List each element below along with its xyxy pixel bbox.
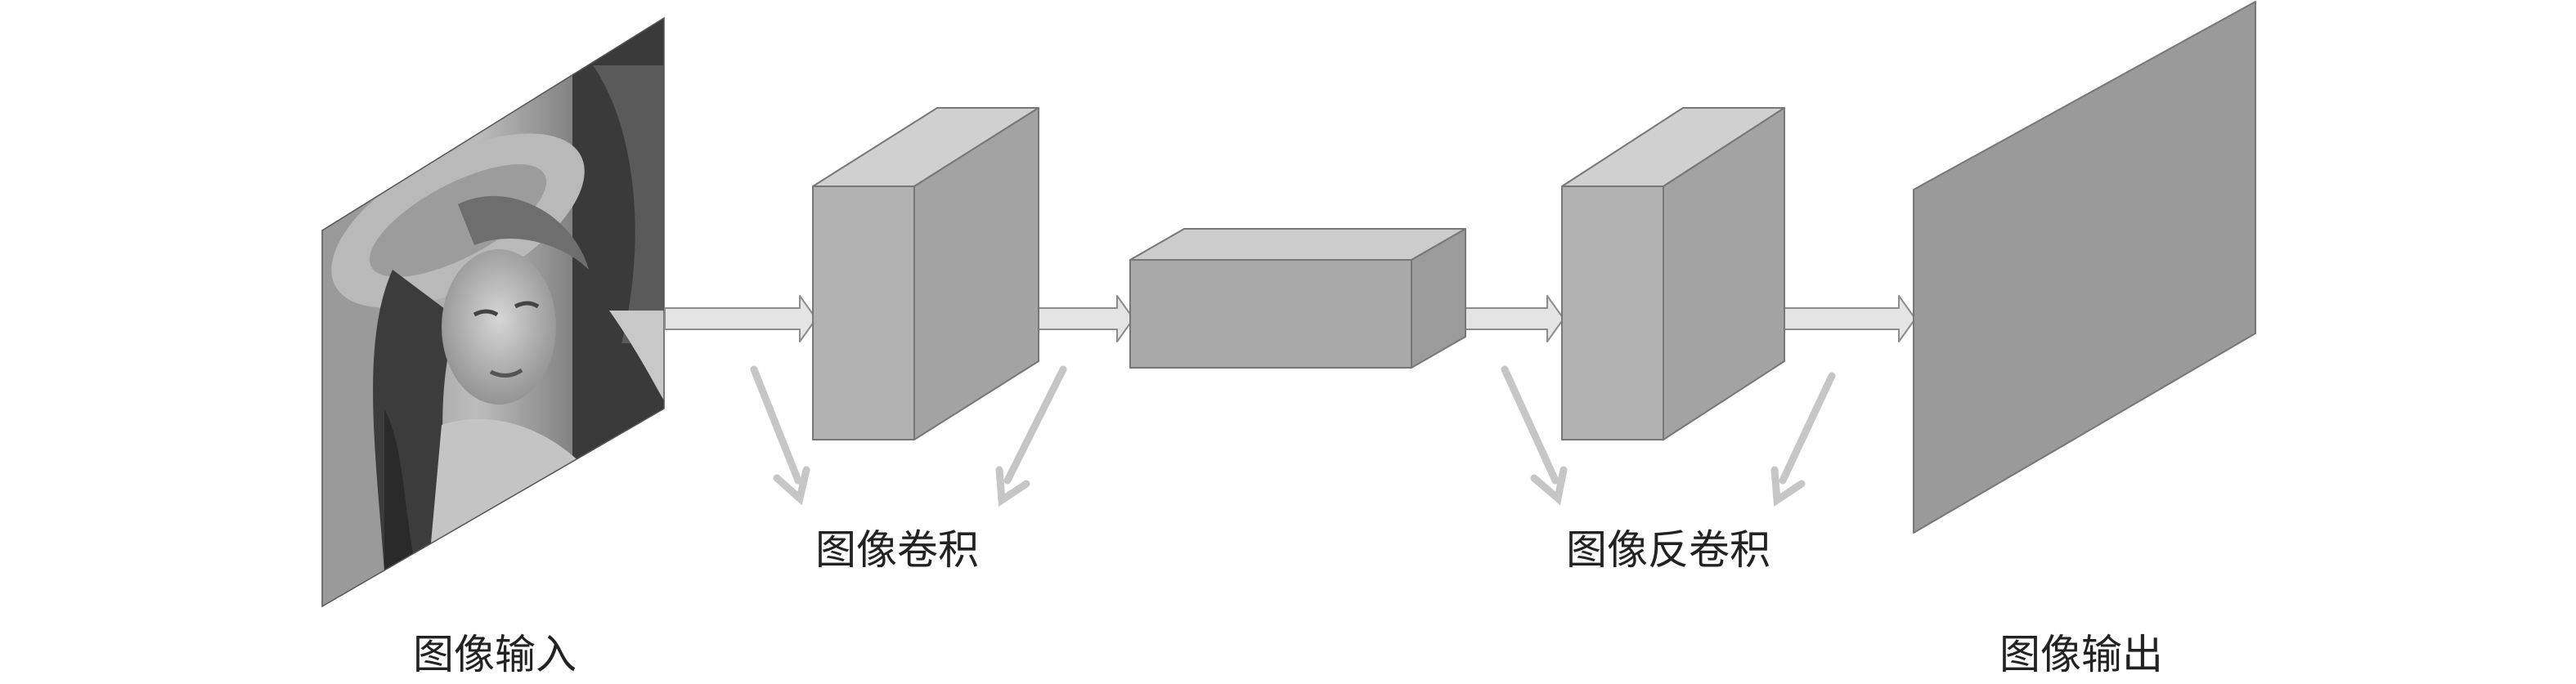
label-conv: 图像卷积 xyxy=(815,526,979,574)
bottleneck-block xyxy=(1129,228,1466,369)
flow-arrow-deconv-to-output xyxy=(1784,295,1916,342)
conv-hint-arrows xyxy=(750,365,1067,507)
flow-arrow-conv-to-bottleneck xyxy=(1038,295,1134,342)
label-deconv: 图像反卷积 xyxy=(1566,526,1770,574)
input-image-icon xyxy=(321,16,665,608)
output-image-plane xyxy=(1913,1,2256,534)
label-output: 图像输出 xyxy=(1999,631,2163,678)
deconvolution-block xyxy=(1561,107,1785,440)
convolution-block xyxy=(812,107,1039,440)
deconv-hint-arrows xyxy=(1501,365,1836,507)
label-input: 图像输入 xyxy=(413,631,577,678)
flow-arrow-bottleneck-to-deconv xyxy=(1465,295,1564,342)
flow-arrow-input-to-conv xyxy=(664,295,817,342)
